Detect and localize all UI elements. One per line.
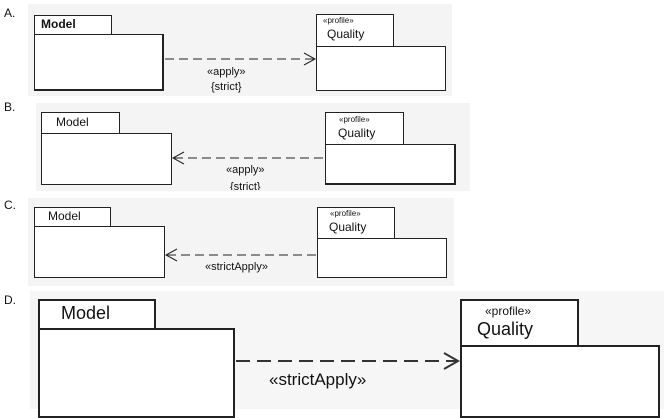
strict-constraint: {strict} — [230, 181, 261, 190]
quality-package-body — [316, 46, 446, 91]
model-package-body — [34, 34, 164, 91]
model-package-body — [38, 328, 235, 418]
quality-package-body — [460, 345, 660, 418]
open-arrowhead — [164, 248, 178, 262]
profile-stereotype: «profile» — [330, 209, 361, 218]
quality-package-body — [317, 238, 447, 278]
option-d-letter: D. — [4, 293, 16, 307]
model-package-name: Model — [41, 17, 76, 31]
profile-stereotype: «profile» — [323, 16, 354, 25]
strictapply-dependency-arrow — [164, 248, 316, 262]
option-b-diagram: Model «profile» Quality «apply» {strict} — [36, 103, 470, 191]
strict-constraint: {strict} — [211, 81, 242, 93]
apply-dependency-arrow — [165, 52, 317, 66]
quality-package-tab: «profile» Quality — [325, 112, 404, 145]
quality-package-body — [325, 144, 456, 185]
model-package-name: Model — [61, 303, 111, 323]
strictapply-keyword: «strictApply» — [269, 370, 367, 389]
model-package-tab: Model — [38, 299, 156, 330]
model-package-tab: Model — [41, 112, 120, 134]
option-d-diagram: Model «profile» Quality «strictApply» — [30, 291, 664, 418]
strictapply-dependency-arrow — [236, 352, 461, 370]
open-arrowhead — [303, 52, 317, 66]
option-b-letter: B. — [4, 100, 16, 114]
profile-stereotype: «profile» — [339, 115, 370, 124]
model-package-name: Model — [56, 115, 89, 129]
strictapply-keyword: «strictApply» — [205, 261, 268, 273]
option-c-diagram: Model «profile» Quality «strictApply» — [28, 198, 454, 286]
quality-package-name: Quality — [329, 220, 367, 234]
open-arrowhead — [443, 352, 461, 370]
open-arrowhead — [171, 151, 185, 165]
model-package-body — [41, 133, 172, 185]
option-a-diagram: Model «profile» Quality «apply» {strict} — [28, 4, 452, 96]
quality-package-name: Quality — [338, 126, 376, 140]
quality-package-name: Quality — [477, 319, 534, 339]
model-package-name: Model — [48, 209, 81, 223]
apply-keyword: «apply» — [207, 66, 246, 78]
model-package-body — [34, 226, 165, 278]
profile-stereotype: «profile» — [485, 304, 532, 318]
apply-keyword: «apply» — [226, 164, 265, 176]
apply-dependency-arrow — [171, 151, 324, 165]
option-c-letter: C. — [4, 198, 16, 212]
quality-package-tab: «profile» Quality — [317, 207, 395, 239]
quality-package-name: Quality — [327, 27, 365, 41]
option-a-letter: A. — [4, 6, 16, 20]
